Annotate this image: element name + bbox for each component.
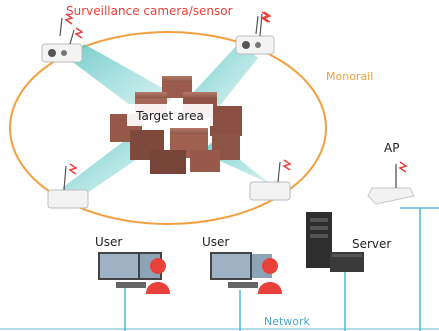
server-label: Server <box>352 237 391 251</box>
surveillance-label: Surveillance camera/sensor <box>66 4 233 18</box>
monitor-icon <box>210 252 272 288</box>
user-label-left: User <box>95 235 122 249</box>
user-label-right: User <box>202 235 229 249</box>
user-avatar-icon <box>146 258 170 294</box>
surveillance-camera-icon <box>235 11 275 55</box>
user-avatar-icon <box>258 258 282 294</box>
monorail-label: Monorail <box>326 70 373 83</box>
surveillance-camera-icon <box>41 27 84 63</box>
surveillance-camera-icon <box>47 163 89 209</box>
target-area-label-box <box>127 104 213 126</box>
network-label: Network <box>264 315 311 328</box>
surveillance-camera-icon <box>249 159 292 201</box>
target-area-label: Target area <box>135 109 204 123</box>
server-tower-icon <box>306 212 364 272</box>
access-point-icon <box>367 161 415 205</box>
wireless-antenna-icon <box>59 11 270 37</box>
network-lines <box>0 207 439 331</box>
ap-label: AP <box>384 141 399 155</box>
monorail-track <box>9 31 327 225</box>
